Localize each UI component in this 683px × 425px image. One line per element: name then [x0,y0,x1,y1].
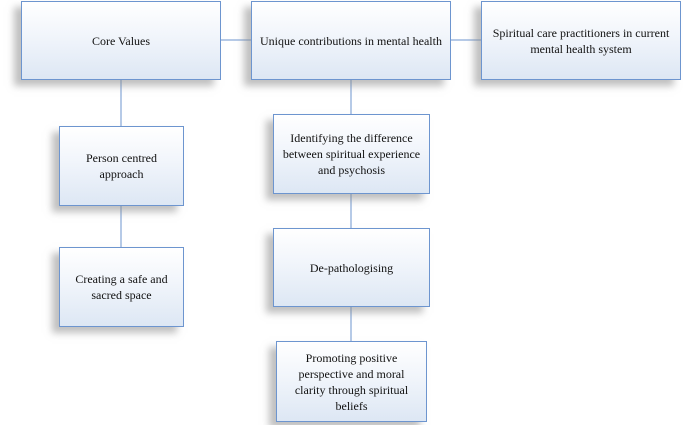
node-promoting-positive: Promoting positive perspective and moral… [276,341,427,422]
node-creating-safe-space: Creating a safe and sacred space [59,247,184,327]
node-de-pathologising-label: De-pathologising [309,260,394,275]
node-core-values-label: Core Values [91,33,151,48]
node-identifying-difference-label: Identifying the difference between spiri… [282,131,421,177]
node-unique-contributions: Unique contributions in mental health [251,1,451,80]
node-promoting-positive-label: Promoting positive perspective and moral… [294,350,409,413]
node-spiritual-care-practitioners-label: Spiritual care practitioners in current … [492,25,670,56]
node-person-centred-approach-label: Person centred approach [86,151,157,181]
node-de-pathologising: De-pathologising [273,228,430,307]
node-creating-safe-space-label: Creating a safe and sacred space [75,272,168,302]
node-person-centred-approach: Person centred approach [59,126,184,206]
node-spiritual-care-practitioners: Spiritual care practitioners in current … [481,1,681,80]
node-unique-contributions-label: Unique contributions in mental health [260,33,442,48]
node-identifying-difference: Identifying the difference between spiri… [273,114,430,194]
node-core-values: Core Values [21,1,221,80]
